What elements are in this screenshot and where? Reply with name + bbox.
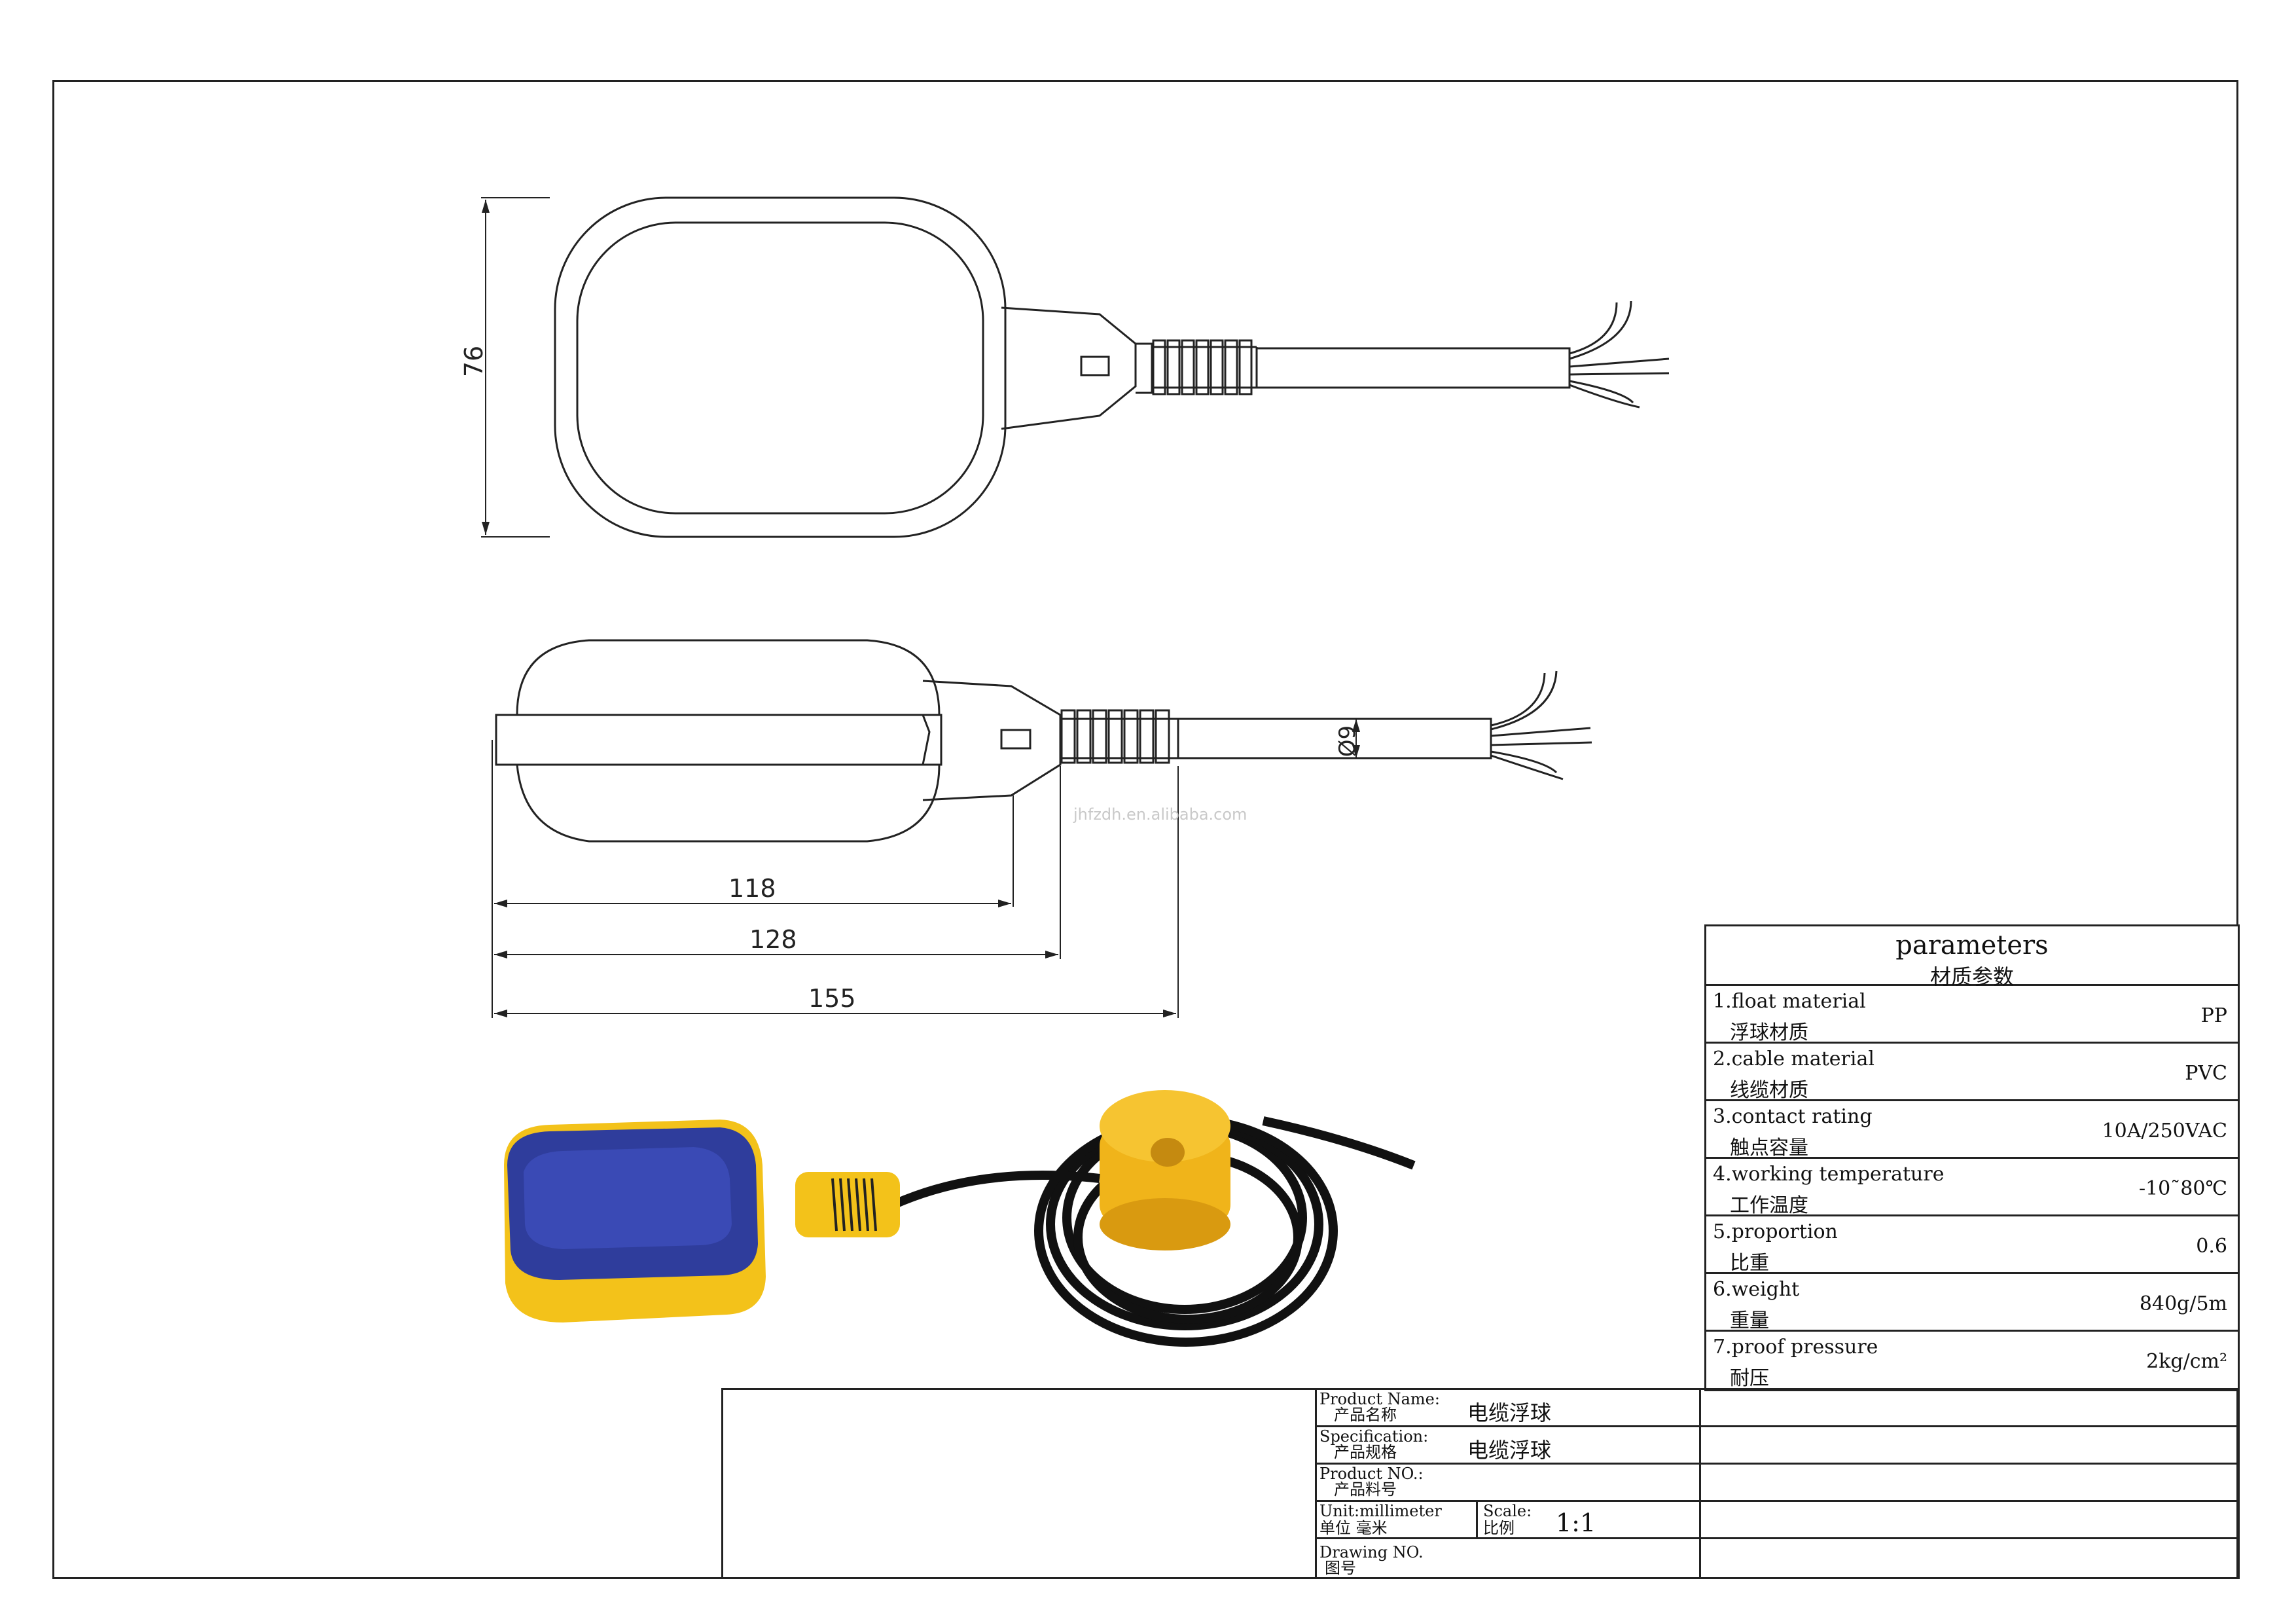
- dim-118-label: 118: [728, 874, 776, 903]
- scale-value: 1:1: [1556, 1508, 1596, 1537]
- drawing-no-row: Drawing NO. 图号: [1317, 1539, 1699, 1579]
- param-row: 3.contact rating 触点容量 10A/250VAC: [1706, 1101, 2238, 1159]
- param-label: 4.working temperature: [1713, 1163, 1945, 1186]
- unit-label-zh: 单位 毫米: [1319, 1519, 1388, 1537]
- param-row: 4.working temperature 工作温度 -10˜80℃: [1706, 1159, 2238, 1217]
- product-no-row: Product NO.: 产品料号: [1317, 1465, 1699, 1502]
- param-label-zh: 耐压: [1730, 1367, 1769, 1390]
- parameters-header: parameters 材质参数: [1706, 926, 2238, 989]
- dim-128-label: 128: [749, 925, 797, 954]
- param-label: 1.float material: [1713, 990, 1866, 1013]
- dim-cable-diameter-label: Ø9: [1335, 725, 1361, 757]
- param-value: -10˜80℃: [2138, 1177, 2227, 1200]
- param-row: 7.proof pressure 耐压 2kg/cm²: [1706, 1332, 2238, 1390]
- product-no-label-zh: 产品料号: [1334, 1480, 1397, 1499]
- specification-row: Specification: 产品规格 电缆浮球: [1317, 1427, 1699, 1465]
- param-row: 6.weight 重量 840g/5m: [1706, 1274, 2238, 1332]
- product-name-row: Product Name: 产品名称 电缆浮球: [1317, 1390, 1699, 1427]
- plug-yellow: [1100, 1090, 1230, 1250]
- title-block-right-cell: [1701, 1502, 2240, 1539]
- title-block-right-cell: [1701, 1390, 2240, 1427]
- param-value: 840g/5m: [2139, 1292, 2227, 1315]
- unit-label: Unit:millimeter: [1319, 1502, 1442, 1520]
- param-value: 10A/250VAC: [2102, 1120, 2227, 1142]
- param-row: 2.cable material 线缆材质 PVC: [1706, 1044, 2238, 1102]
- scale-label: Scale:: [1483, 1502, 1532, 1520]
- dim-height-label: 76: [459, 345, 489, 378]
- side-view: [492, 639, 1592, 1018]
- scale-label-zh: 比例: [1483, 1519, 1515, 1537]
- product-name-label-zh: 产品名称: [1334, 1406, 1397, 1424]
- param-row: 1.float material 浮球材质 PP: [1706, 986, 2238, 1044]
- title-block-right-cell: [1701, 1427, 2240, 1465]
- specification-value: 电缆浮球: [1467, 1438, 1552, 1463]
- param-label-zh: 触点容量: [1730, 1137, 1808, 1159]
- unit-scale-row: Unit:millimeter 单位 毫米 Scale: 比例 1:1: [1317, 1502, 1699, 1539]
- product-photo: [504, 1090, 1416, 1347]
- param-label: 3.contact rating: [1713, 1105, 1873, 1128]
- drawing-no-label-zh: 图号: [1325, 1559, 1356, 1577]
- dim-155-label: 155: [808, 984, 856, 1013]
- drawing-no-label: Drawing NO.: [1319, 1543, 1424, 1561]
- param-label-zh: 工作温度: [1730, 1194, 1808, 1217]
- param-label: 2.cable material: [1713, 1048, 1874, 1070]
- param-label-zh: 比重: [1730, 1252, 1769, 1275]
- param-label-zh: 重量: [1730, 1309, 1769, 1332]
- parameters-title: parameters: [1895, 930, 2049, 960]
- param-value: PVC: [2185, 1062, 2227, 1085]
- parameters-title-zh: 材质参数: [1929, 964, 2014, 989]
- title-block-right-cell: [1701, 1465, 2240, 1502]
- param-value: 2kg/cm²: [2146, 1350, 2227, 1373]
- param-value: PP: [2200, 1004, 2227, 1027]
- specification-label-zh: 产品规格: [1334, 1443, 1397, 1461]
- param-label-zh: 浮球材质: [1730, 1021, 1808, 1044]
- top-view: [481, 196, 1670, 538]
- specification-label: Specification:: [1319, 1427, 1429, 1446]
- unit-scale-divider: [1476, 1502, 1478, 1539]
- param-label: 6.weight: [1713, 1278, 1800, 1301]
- param-label: 5.proportion: [1713, 1220, 1838, 1243]
- product-name-value: 电缆浮球: [1467, 1400, 1552, 1425]
- product-no-label: Product NO.:: [1319, 1465, 1424, 1483]
- title-block-info: Product Name: 产品名称 电缆浮球 Specification: 产…: [1315, 1390, 1701, 1579]
- param-value: 0.6: [2196, 1235, 2227, 1258]
- param-label-zh: 线缆材质: [1730, 1079, 1808, 1102]
- float-body: [504, 1120, 900, 1322]
- parameters-table: parameters 材质参数 1.float material 浮球材质 PP…: [1704, 924, 2240, 1391]
- param-row: 5.proportion 比重 0.6: [1706, 1216, 2238, 1275]
- param-label: 7.proof pressure: [1713, 1336, 1878, 1359]
- watermark: jhfzdh.en.alibaba.com: [1073, 805, 1247, 824]
- product-name-label: Product Name:: [1319, 1390, 1440, 1408]
- title-block: Product Name: 产品名称 电缆浮球 Specification: 产…: [721, 1388, 2240, 1579]
